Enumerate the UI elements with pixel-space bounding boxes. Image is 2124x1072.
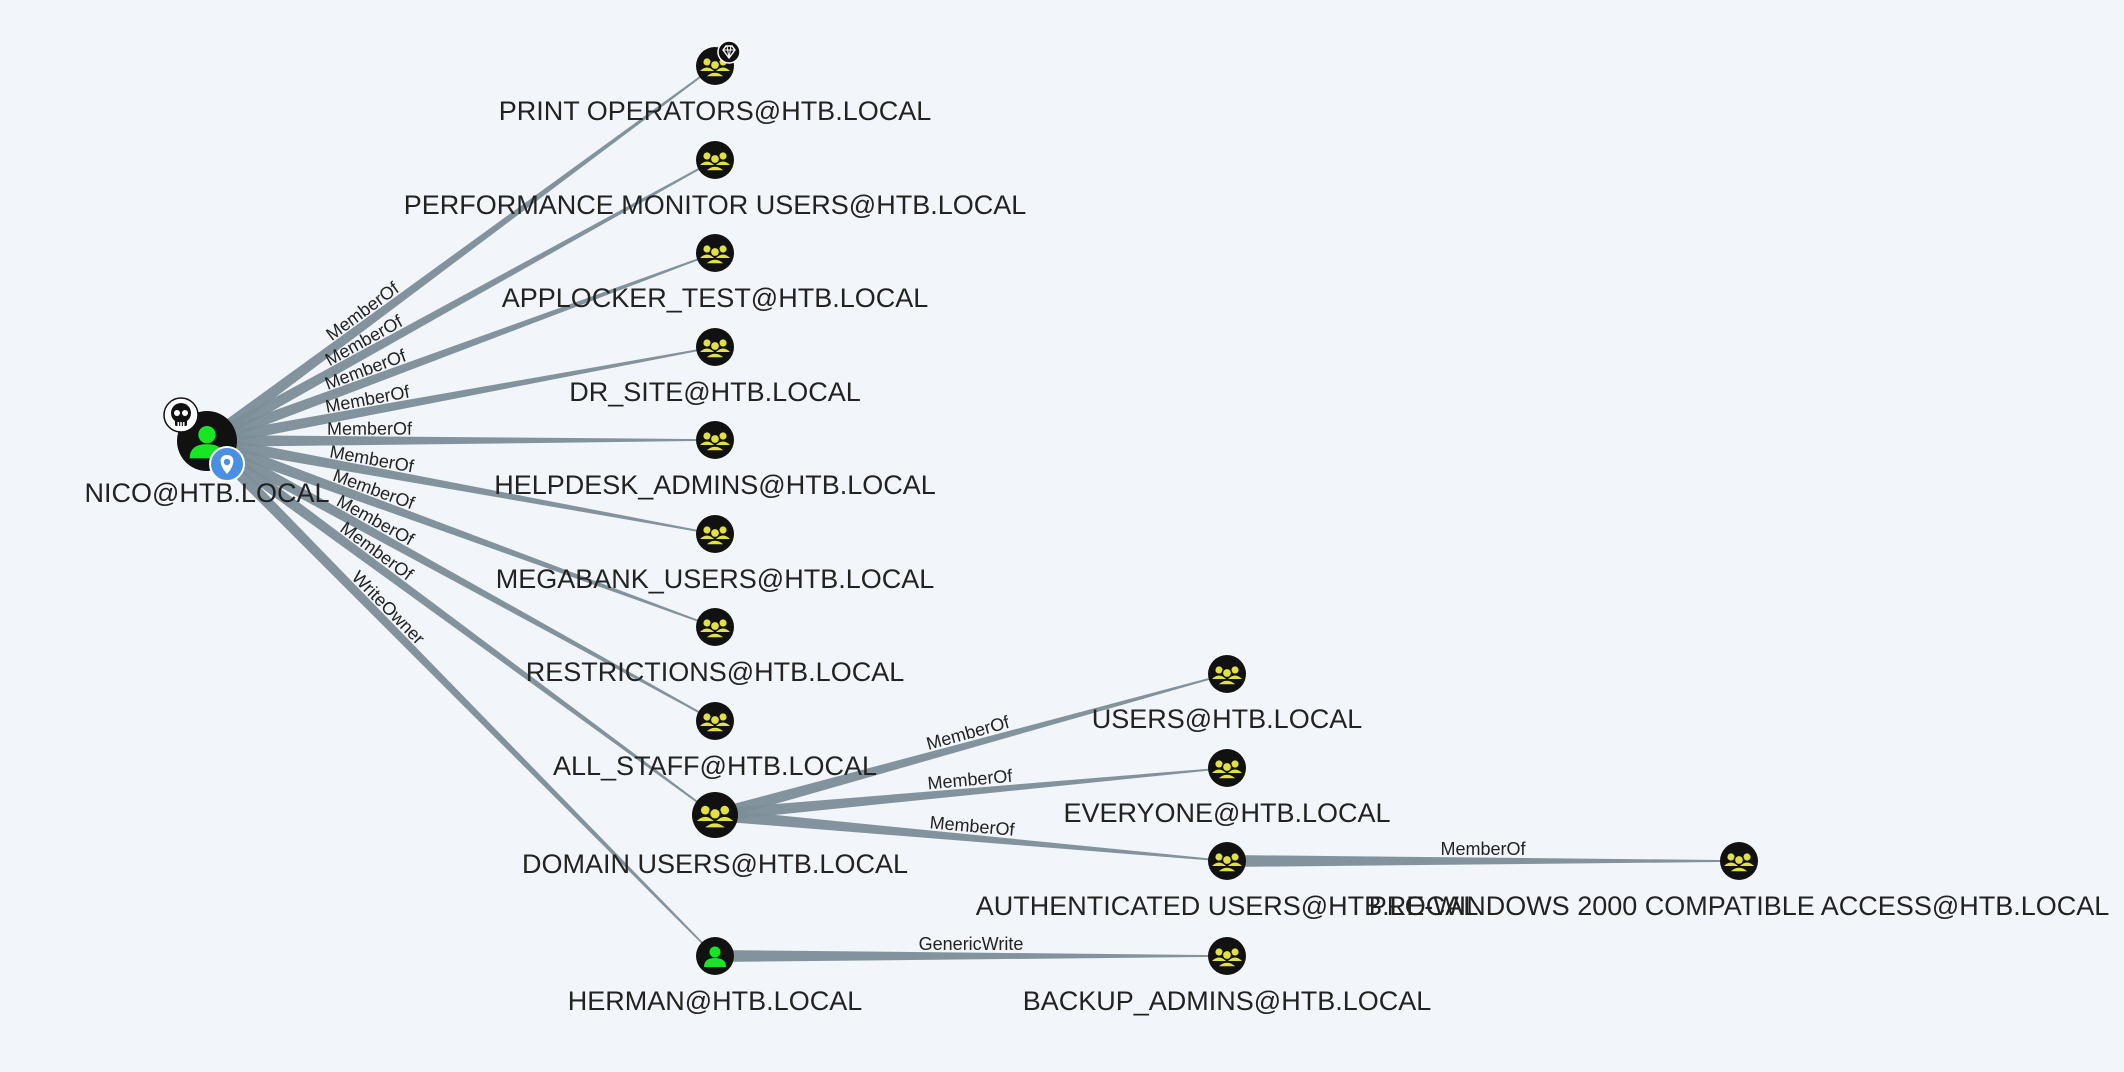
node-domain-users[interactable] [692, 792, 738, 838]
node-label: DR_SITE@HTB.LOCAL [569, 377, 860, 407]
edges-layer [202, 65, 1739, 962]
gem-icon [717, 40, 741, 64]
node-everyone[interactable] [1208, 749, 1246, 787]
edge-nico-applocker[interactable] [204, 252, 716, 447]
edge-nico-herman[interactable] [202, 436, 716, 957]
group-icon [700, 619, 730, 639]
node-label: MEGABANK_USERS@HTB.LOCAL [496, 564, 935, 594]
edge-domain_users-everyone[interactable] [714, 767, 1228, 821]
node-print-operators[interactable] [696, 40, 741, 85]
edge-nico-print_operators[interactable] [203, 65, 716, 446]
edge-label: MemberOf [327, 419, 413, 439]
node-label: EVERYONE@HTB.LOCAL [1063, 798, 1390, 828]
edge-nico-restrictions[interactable] [204, 435, 716, 628]
group-icon [1212, 760, 1242, 780]
node-labels-layer: NICO@HTB.LOCAL PRINT OPERATORS@HTB.LOCAL P… [85, 96, 2110, 1016]
edge-nico-dr_site[interactable] [205, 346, 716, 447]
edge-domain_users-auth_users[interactable] [714, 809, 1228, 862]
group-icon [696, 805, 734, 830]
group-icon [1212, 853, 1242, 873]
node-label: PRINT OPERATORS@HTB.LOCAL [499, 96, 932, 126]
edge-nico-domain_users[interactable] [203, 436, 716, 816]
edge-label: GenericWrite [919, 934, 1024, 954]
skull-icon [163, 397, 199, 433]
node-label: BACKUP_ADMINS@HTB.LOCAL [1023, 986, 1432, 1016]
group-icon [1724, 853, 1754, 873]
group-icon [700, 339, 730, 359]
node-label: USERS@HTB.LOCAL [1092, 704, 1362, 734]
node-auth-users[interactable] [1208, 842, 1246, 880]
node-label: NICO@HTB.LOCAL [85, 478, 330, 508]
edge-auth_users-pre_win2000[interactable] [1227, 855, 1739, 867]
edge-nico-megabank[interactable] [205, 435, 716, 535]
edge-domain_users-users[interactable] [713, 673, 1228, 821]
node-all-staff[interactable] [696, 702, 734, 740]
group-icon [700, 432, 730, 452]
node-label: APPLOCKER_TEST@HTB.LOCAL [502, 283, 929, 313]
edge-labels-layer: MemberOfMemberOfMemberOfMemberOfMemberOf… [322, 277, 1527, 954]
node-label: HELPDESK_ADMINS@HTB.LOCAL [494, 470, 936, 500]
node-label: DOMAIN USERS@HTB.LOCAL [522, 849, 908, 879]
node-megabank[interactable] [696, 515, 734, 553]
edge-nico-helpdesk[interactable] [206, 435, 716, 447]
nodes-layer [163, 40, 1758, 975]
node-label: PERFORMANCE MONITOR USERS@HTB.LOCAL [404, 190, 1027, 220]
edge-label: MemberOf [1440, 839, 1526, 859]
node-label: PRE-WINDOWS 2000 COMPATIBLE ACCESS@HTB.L… [1369, 891, 2110, 921]
node-label: ALL_STAFF@HTB.LOCAL [553, 751, 877, 781]
group-icon [700, 526, 730, 546]
location-pin-icon [209, 446, 245, 482]
node-backup-admins[interactable] [1208, 937, 1246, 975]
node-dr-site[interactable] [696, 328, 734, 366]
node-herman[interactable] [696, 937, 734, 975]
node-nico[interactable] [163, 397, 245, 482]
node-pre-win2000[interactable] [1720, 842, 1758, 880]
edge-nico-perf_monitor[interactable] [204, 159, 716, 447]
edge-herman-backup_admins[interactable] [715, 950, 1227, 962]
group-icon [700, 713, 730, 733]
node-restrictions[interactable] [696, 608, 734, 646]
node-label: RESTRICTIONS@HTB.LOCAL [526, 657, 904, 687]
node-label: AUTHENTICATED USERS@HTB.LOCAL [976, 891, 1478, 921]
group-icon [700, 58, 730, 78]
node-users[interactable] [1208, 655, 1246, 693]
node-label: HERMAN@HTB.LOCAL [568, 986, 862, 1016]
node-perf-monitor[interactable] [696, 141, 734, 179]
node-applocker[interactable] [696, 234, 734, 272]
edge-nico-all_staff[interactable] [204, 435, 716, 722]
group-icon [700, 152, 730, 172]
group-icon [700, 245, 730, 265]
node-helpdesk[interactable] [696, 421, 734, 459]
group-icon [1212, 666, 1242, 686]
group-icon [1212, 948, 1242, 968]
user-icon [704, 946, 726, 967]
